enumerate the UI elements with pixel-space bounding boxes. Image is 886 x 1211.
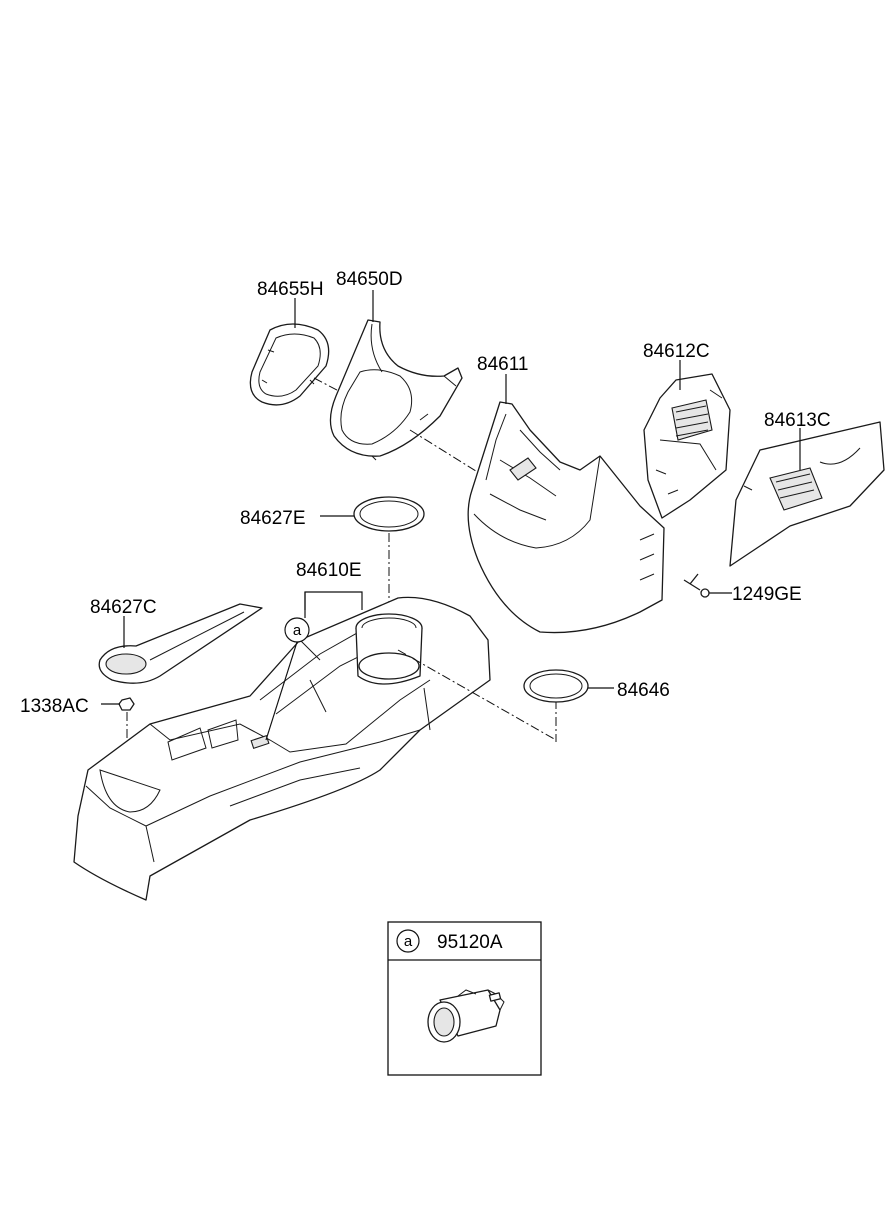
label-84627C: 84627C: [90, 597, 157, 618]
label-84612C: 84612C: [643, 341, 710, 362]
label-84650D: 84650D: [336, 269, 403, 290]
inset-callout-circle: [396, 929, 420, 953]
callout-a: a: [284, 617, 310, 643]
part-84611-front-console: [467, 401, 665, 634]
inset-callout-label: a: [404, 933, 413, 950]
dash-84646-a: [397, 649, 557, 741]
label-84627E: 84627E: [240, 508, 306, 529]
part-1338AC-nut: [118, 697, 135, 711]
inset-box: a 95120A: [387, 921, 542, 1076]
part-84655H-bezel: [249, 323, 330, 406]
label-84655H: 84655H: [257, 279, 324, 300]
part-95120A-socket: [427, 989, 505, 1043]
label-1249GE: 1249GE: [732, 584, 802, 605]
part-84627E-ring: [353, 496, 425, 532]
label-84611: 84611: [477, 354, 528, 375]
part-84627C-tray: [98, 603, 263, 684]
part-84650D-panel: [329, 319, 463, 461]
leader-lines: [101, 290, 801, 741]
label-1338AC: 1338AC: [20, 696, 89, 717]
label-84613C: 84613C: [764, 410, 831, 431]
part-84612C-side-panel: [643, 373, 731, 519]
label-84646: 84646: [617, 680, 670, 701]
inset-part-label: 95120A: [437, 932, 503, 953]
part-1249GE-screw: [683, 573, 710, 598]
part-84610E-main-console: [73, 596, 491, 901]
callout-a-label: a: [293, 622, 302, 639]
part-84646-ring: [523, 669, 589, 703]
part-84613C-side-panel: [729, 421, 885, 567]
label-84610E: 84610E: [296, 560, 362, 581]
